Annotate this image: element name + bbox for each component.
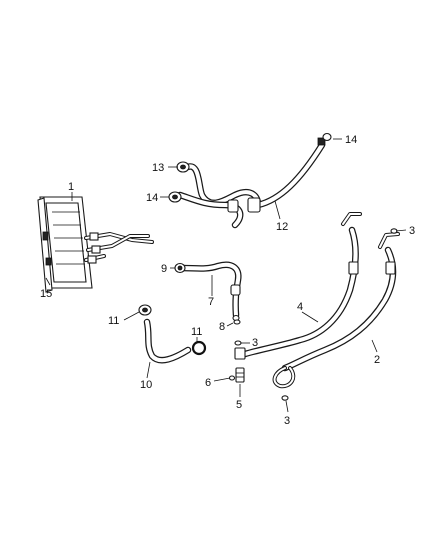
- clamp-14-right: [322, 132, 332, 142]
- callout-13: 13: [152, 162, 164, 174]
- callout-3-mid: 3: [252, 337, 258, 349]
- callout-3-bottom: 3: [284, 415, 290, 427]
- hose-7: [178, 261, 242, 322]
- fitting-5: [235, 367, 245, 383]
- callout-2: 2: [374, 354, 380, 366]
- callout-10: 10: [140, 379, 152, 391]
- callout-6: 6: [205, 377, 211, 389]
- hose-10: [143, 318, 192, 364]
- callout-14-left: 14: [146, 192, 158, 204]
- callout-3-top-right: 3: [409, 225, 415, 237]
- callout-4: 4: [297, 301, 303, 313]
- clamp-11-ring: [191, 340, 207, 356]
- callout-14-right: 14: [345, 134, 357, 146]
- callout-15: 15: [40, 288, 52, 300]
- clamp-14-left: [168, 191, 182, 203]
- clamp-11-top: [138, 304, 152, 316]
- callout-5: 5: [236, 399, 242, 411]
- pressure-line-4: [234, 212, 362, 360]
- callout-7: 7: [208, 296, 214, 308]
- callout-8: 8: [219, 321, 225, 333]
- o-ring-6: [228, 375, 236, 381]
- callout-12: 12: [276, 221, 288, 233]
- callout-9: 9: [161, 263, 167, 275]
- o-ring-3-mid: [234, 340, 242, 346]
- upper-hose-assembly: [176, 137, 326, 229]
- clamp-13: [176, 161, 190, 173]
- oil-cooler: [37, 196, 154, 293]
- o-ring-3-bottom: [281, 395, 289, 401]
- callout-11-left: 11: [108, 315, 119, 327]
- callout-11-ring: 11: [191, 326, 202, 338]
- o-ring-8: [233, 319, 241, 325]
- clamp-9: [174, 262, 186, 274]
- callout-1: 1: [68, 181, 74, 193]
- leader-lines: [45, 138, 407, 413]
- pressure-line-2: [272, 232, 400, 389]
